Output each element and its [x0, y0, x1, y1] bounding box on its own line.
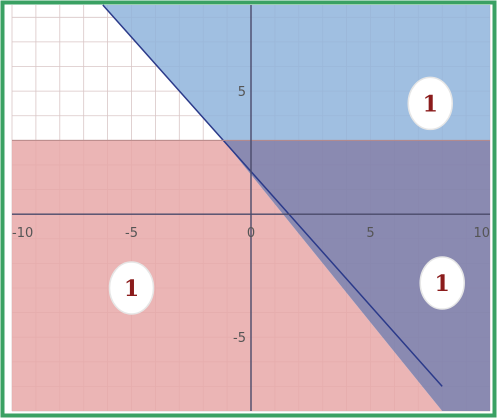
x-tick-label: 10 [473, 226, 490, 241]
region-above-line [102, 5, 490, 141]
x-tick-label: 0 [247, 226, 255, 241]
y-tick-label: -5 [233, 331, 246, 346]
marker-ellipse [419, 256, 465, 310]
marker-label: 1 [124, 276, 139, 302]
x-tick-label: -5 [125, 226, 138, 241]
tick-labels: -10 -5 0 5 10 5 -5 [12, 85, 490, 346]
region-marker: 1 [419, 256, 465, 310]
marker-label: 1 [435, 271, 450, 297]
y-tick-label: 5 [238, 85, 246, 100]
marker-ellipse [108, 261, 155, 315]
region-overlap [223, 140, 490, 412]
x-tick-label: -10 [12, 226, 33, 241]
region-marker: 1 [407, 76, 453, 131]
boundary-line [102, 4, 443, 387]
marker-label: 1 [423, 91, 438, 117]
x-tick-label: 5 [366, 226, 374, 241]
region-marker: 1 [108, 261, 155, 315]
marker-ellipse [407, 76, 453, 131]
region-y-below-3 [12, 140, 443, 412]
region-markers: 1 1 1 [108, 76, 465, 315]
